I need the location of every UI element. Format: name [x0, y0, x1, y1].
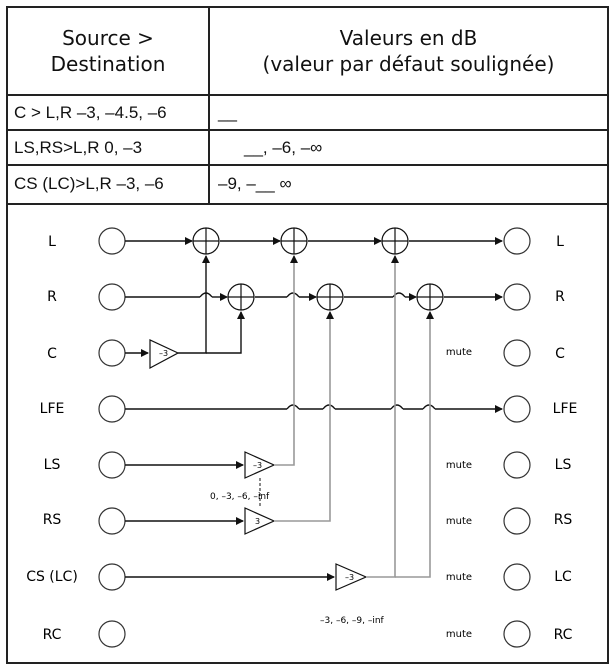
input-label-rc: RC — [43, 627, 62, 643]
row-divider — [8, 94, 607, 96]
gain-triangle-rs — [244, 507, 276, 535]
row-divider — [8, 129, 607, 131]
summer-icon — [381, 227, 409, 255]
gain-label-rs: 3 — [255, 517, 260, 526]
r-bus — [125, 292, 503, 301]
output-node-rs — [503, 507, 531, 535]
output-node-r — [503, 283, 531, 311]
row-values: –9, –__ ∞ — [218, 174, 292, 193]
summer-icon — [280, 227, 308, 255]
row-divider — [8, 164, 607, 166]
input-label-ls: LS — [44, 457, 61, 473]
row-values: __ — [218, 103, 237, 122]
output-label-rc: RC — [554, 627, 573, 643]
output-node-lfe — [503, 395, 531, 423]
surround-options-note: 0, –3, –6, –inf — [210, 492, 270, 502]
input-node-r — [98, 283, 126, 311]
output-label-rs: RS — [554, 512, 573, 528]
header-source: Source > Destination — [8, 8, 208, 94]
input-label-c: C — [47, 346, 57, 362]
output-label-ls: LS — [555, 457, 572, 473]
row-values: __, –6, –∞ — [244, 138, 323, 157]
input-node-lfe — [98, 395, 126, 423]
output-label-c: C — [555, 346, 565, 362]
input-node-cs — [98, 563, 126, 591]
input-label-r: R — [47, 289, 57, 305]
summer-icon — [192, 227, 220, 255]
ls-to-l-wire — [274, 255, 298, 466]
lfe-path — [125, 404, 503, 413]
gain-triangle-c — [149, 339, 180, 370]
header-values-line1: Valeurs en dB — [339, 26, 478, 50]
gain-triangle-ls — [244, 451, 276, 479]
output-node-ls — [503, 451, 531, 479]
mute-label-c: mute — [446, 347, 472, 358]
rs-to-r-wire — [274, 311, 334, 522]
input-node-l — [98, 227, 126, 255]
mute-label-lc: mute — [446, 572, 472, 583]
header-values-line2: (valeur par défaut soulignée) — [262, 52, 555, 76]
cs-options-note: –3, –6, –9, –inf — [320, 616, 385, 626]
mute-label-rc: mute — [446, 629, 472, 640]
input-label-lfe: LFE — [40, 401, 65, 417]
mixer-table: Source > Destination Valeurs en dB (vale… — [6, 6, 609, 664]
summer-icon — [416, 283, 444, 311]
input-node-ls — [98, 451, 126, 479]
summer-icon — [227, 283, 255, 311]
input-node-c — [98, 339, 126, 367]
output-label-lfe: LFE — [553, 401, 578, 417]
output-node-c — [503, 339, 531, 367]
input-node-rc — [98, 620, 126, 648]
input-label-l: L — [48, 234, 56, 250]
input-label-cs: CS (LC) — [26, 569, 78, 585]
row-source: LS,RS>L,R 0, –3 — [14, 138, 143, 157]
header-source-line1: Source > — [62, 26, 154, 50]
mute-label-ls: mute — [446, 460, 472, 471]
output-node-l — [503, 227, 531, 255]
input-label-rs: RS — [43, 512, 62, 528]
header-source-line2: Destination — [50, 52, 166, 76]
summer-icon — [316, 283, 344, 311]
output-label-r: R — [555, 289, 565, 305]
input-node-rs — [98, 507, 126, 535]
gain-label-c: –3 — [159, 349, 168, 358]
row-source: C > L,R –3, –4.5, –6 — [14, 103, 167, 122]
output-node-rc — [503, 620, 531, 648]
gain-label-ls: –3 — [253, 461, 262, 470]
gain-triangle-cs — [335, 563, 368, 591]
output-label-l: L — [556, 234, 564, 250]
gain-label-cs: –3 — [345, 573, 354, 582]
header-values: Valeurs en dB (valeur par défaut soulign… — [210, 8, 607, 94]
column-divider — [208, 8, 210, 203]
mute-label-rs: mute — [446, 516, 472, 527]
cs-to-l-wire — [366, 255, 399, 578]
cs-to-r-wire — [395, 311, 434, 578]
output-label-lc: LC — [554, 569, 572, 585]
output-node-lc — [503, 563, 531, 591]
c-path — [125, 255, 245, 357]
row-source: CS (LC)>L,R –3, –6 — [14, 174, 164, 193]
row-divider — [8, 203, 607, 205]
